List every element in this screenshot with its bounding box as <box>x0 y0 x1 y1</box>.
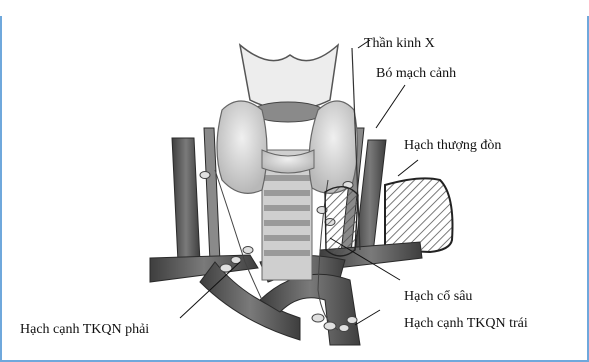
label-deep-cervical-nodes: Hạch cổ sâu <box>404 289 472 305</box>
label-carotid-bundle: Bó mạch cảnh <box>376 66 456 82</box>
label-left-recurrent-nodes: Hạch cạnh TKQN trái <box>404 316 528 332</box>
right-jugular-vein <box>172 138 200 262</box>
thyroid-cartilage <box>240 45 338 110</box>
label-vagus-nerve: Thần kinh X <box>364 36 435 52</box>
deep-cervical-region <box>325 187 358 256</box>
supraclavicular-region <box>385 178 453 252</box>
label-supraclavicular-nodes: Hạch thượng đòn <box>404 138 501 154</box>
thyroid-right-lobe <box>217 101 267 193</box>
label-right-recurrent-nodes: Hạch cạnh TKQN phải <box>20 322 149 338</box>
thyroid-left-lobe <box>309 101 357 193</box>
